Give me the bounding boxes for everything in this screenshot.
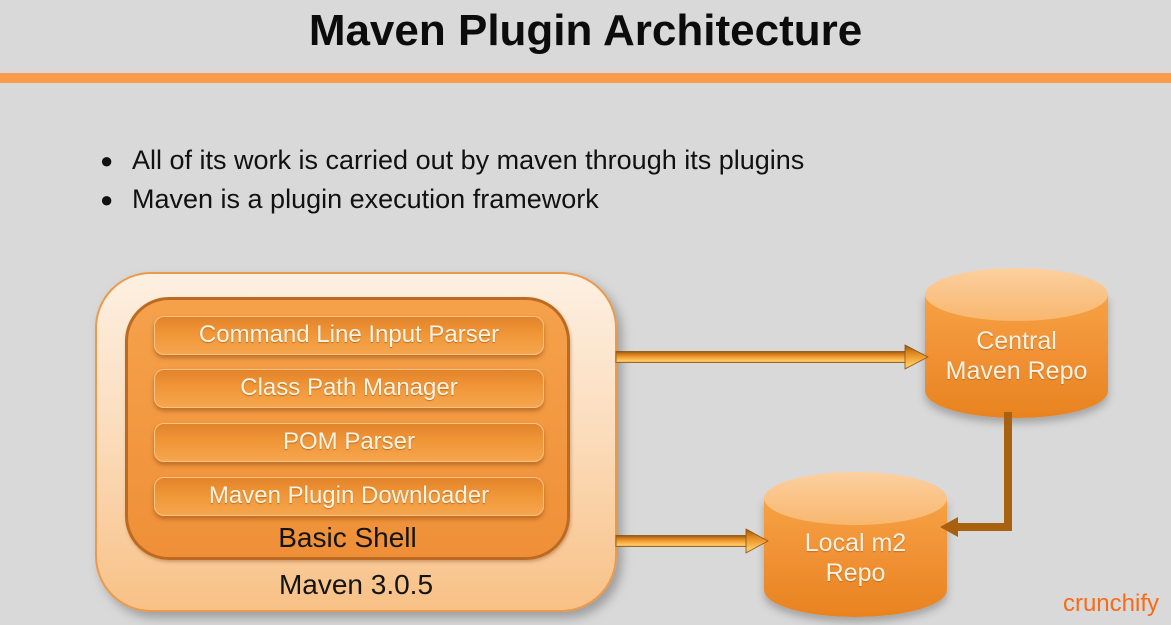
central-repo-label: Central Maven Repo	[945, 327, 1088, 385]
connector-central-to-local	[940, 412, 1012, 537]
accent-divider	[0, 73, 1171, 83]
bullet-text: Maven is a plugin execution framework	[132, 184, 599, 214]
arrow-box-to-central-repo	[615, 344, 929, 370]
basic-shell-box: Command Line Input Parser Class Path Man…	[125, 297, 570, 560]
component-maven-plugin-downloader: Maven Plugin Downloader	[154, 477, 544, 516]
page-title: Maven Plugin Architecture	[308, 6, 863, 55]
maven-version-label: Maven 3.0.5	[278, 569, 434, 600]
maven-box: Command Line Input Parser Class Path Man…	[95, 272, 617, 612]
component-command-line-input-parser: Command Line Input Parser	[154, 316, 544, 355]
cylinder-top	[925, 268, 1108, 321]
basic-shell-label: Basic Shell	[278, 522, 417, 553]
bullet-item: ● Maven is a plugin execution framework	[98, 180, 1018, 219]
bullet-dot-icon: ●	[100, 187, 114, 212]
arrow-box-to-local-repo	[615, 528, 769, 554]
watermark: crunchify	[1062, 590, 1159, 617]
bullet-dot-icon: ●	[100, 148, 114, 173]
bullet-text: All of its work is carried out by maven …	[132, 145, 805, 175]
cylinder-top	[764, 472, 947, 525]
central-maven-repo-cylinder: Central Maven Repo	[925, 268, 1108, 418]
component-class-path-manager: Class Path Manager	[154, 369, 544, 408]
component-pom-parser: POM Parser	[154, 423, 544, 462]
bullet-list: ● All of its work is carried out by mave…	[98, 141, 1018, 219]
local-m2-repo-cylinder: Local m2 Repo	[764, 472, 947, 617]
bullet-item: ● All of its work is carried out by mave…	[98, 141, 1018, 180]
local-repo-label: Local m2 Repo	[804, 528, 907, 587]
